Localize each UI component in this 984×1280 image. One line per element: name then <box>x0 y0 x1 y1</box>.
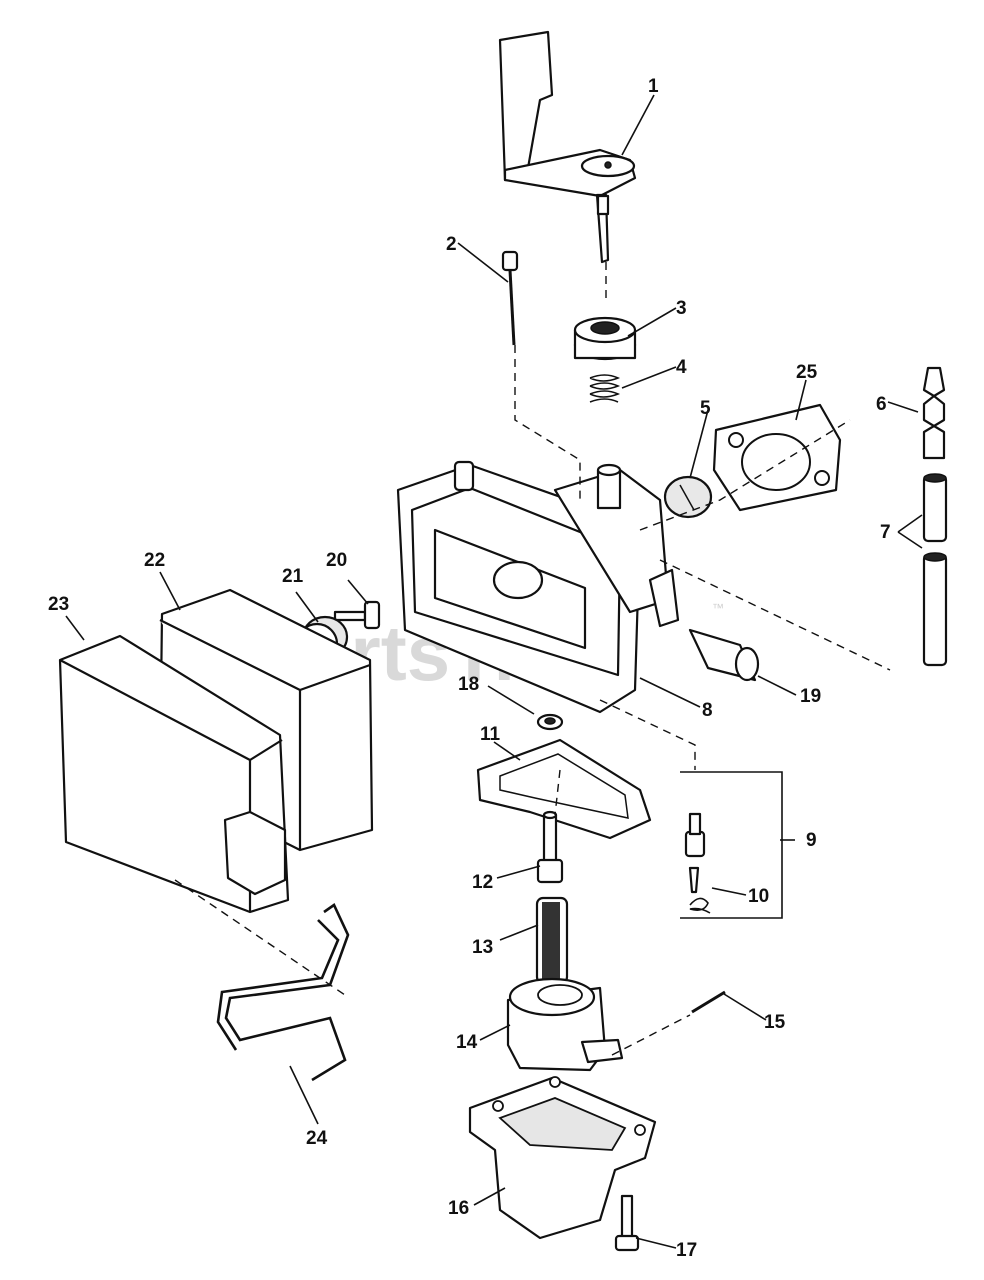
callout-15: 15 <box>764 1012 786 1033</box>
callout-16: 16 <box>448 1198 469 1219</box>
part-air-cleaner-cover <box>58 634 290 914</box>
callout-10: 10 <box>748 886 769 907</box>
part-inlet-needle-seat <box>684 812 711 914</box>
callout-24: 24 <box>306 1128 328 1149</box>
callout-20: 20 <box>326 550 347 571</box>
part-fuel-fitting <box>922 366 946 460</box>
bracket-9 <box>680 771 783 919</box>
callout-12: 12 <box>472 872 493 893</box>
callout-9: 9 <box>806 830 817 851</box>
part-bowl-gasket <box>476 738 652 840</box>
part-spring <box>589 374 621 403</box>
part-screw-20 <box>333 600 381 630</box>
callout-5: 5 <box>700 398 711 419</box>
part-filter-screen <box>535 896 569 985</box>
callout-21: 21 <box>282 566 304 587</box>
part-carburetor-body <box>396 460 680 714</box>
callout-23: 23 <box>48 594 69 615</box>
part-washer <box>536 713 564 731</box>
callout-8: 8 <box>702 700 713 721</box>
callout-3: 3 <box>676 298 687 319</box>
alignment-lines <box>174 262 891 1056</box>
callout-11: 11 <box>480 724 501 745</box>
part-bowl-screw <box>614 1194 640 1252</box>
callout-22: 22 <box>144 550 165 571</box>
part-choke-plate <box>663 475 713 519</box>
part-vent-tube <box>688 628 760 682</box>
part-float <box>506 977 624 1072</box>
part-throttle-bushing <box>573 316 637 361</box>
callout-18: 18 <box>458 674 479 695</box>
callout-4: 4 <box>676 357 687 378</box>
callout-25: 25 <box>796 362 818 383</box>
callout-6: 6 <box>876 394 887 415</box>
part-idle-needle-screw <box>501 250 519 346</box>
callout-13: 13 <box>472 937 493 958</box>
part-gasket-upper <box>712 403 842 512</box>
part-float-bowl <box>468 1076 657 1240</box>
part-throttle-lever <box>498 30 637 264</box>
part-main-jet <box>536 810 564 884</box>
part-fuel-lines <box>922 473 948 667</box>
leader-lines <box>65 94 923 1249</box>
callout-7: 7 <box>880 522 891 543</box>
callout-1: 1 <box>648 76 659 97</box>
part-wire-bail <box>216 903 350 1082</box>
watermark-trademark: ™ <box>712 601 724 615</box>
callout-17: 17 <box>676 1240 697 1261</box>
callout-labels: 1 2 3 4 5 6 7 8 9 10 11 12 13 14 15 16 1… <box>48 76 891 1261</box>
callout-19: 19 <box>800 686 821 707</box>
callout-2: 2 <box>446 234 457 255</box>
callout-14: 14 <box>456 1032 478 1053</box>
part-float-pin <box>691 990 726 1014</box>
